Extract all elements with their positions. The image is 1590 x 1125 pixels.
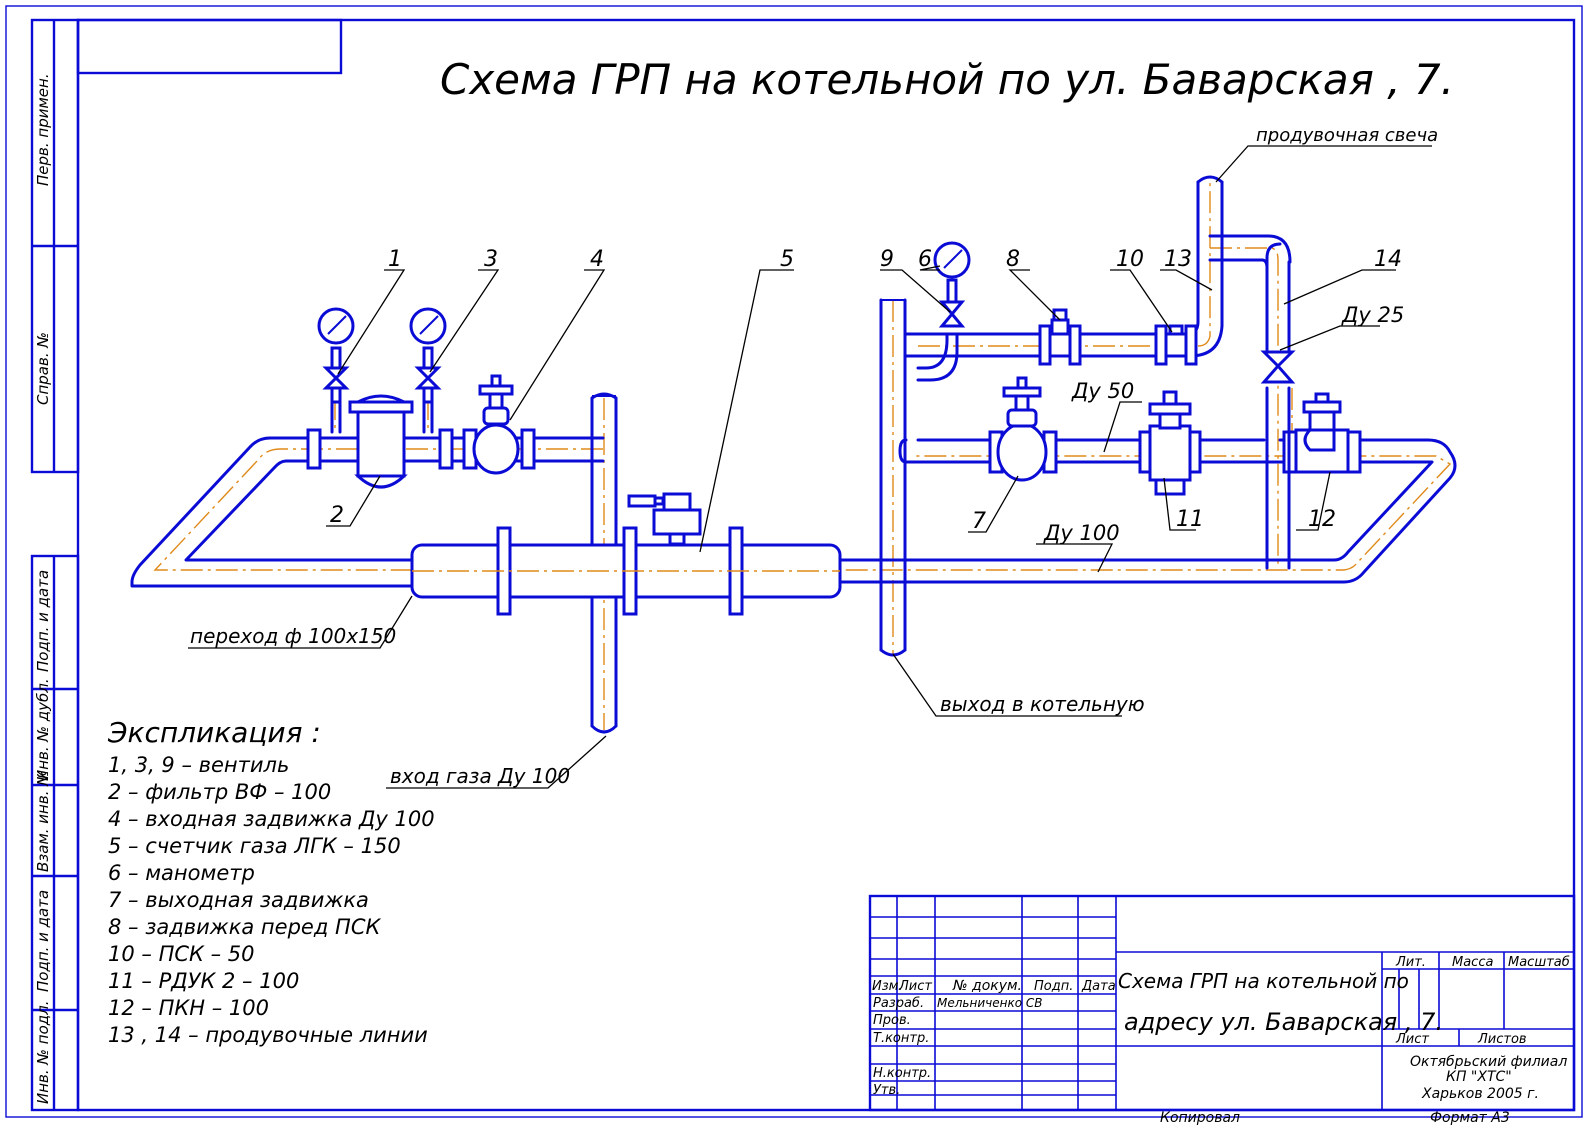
gas-meter-body <box>410 526 842 616</box>
gas-inlet-label: вход газа Ду 100 <box>390 764 570 788</box>
boiler-outlet-label: выход в котельную <box>940 692 1145 716</box>
safety-shutoff-valve-icon <box>1294 392 1350 474</box>
explication-item: 11 – РДУК 2 – 100 <box>108 969 299 993</box>
page-title: Схема ГРП на котельной по ул. Баварская … <box>440 55 1454 104</box>
pressure-gauge-icon <box>916 241 971 382</box>
side-label: Инв. № дубл. <box>34 678 52 781</box>
explication-item: 4 – входная задвижка Ду 100 <box>108 807 435 831</box>
tb-org: КП "ХТС" <box>1446 1069 1512 1085</box>
callout-number: 2 <box>330 503 344 528</box>
tb-lit: Лит. <box>1395 955 1426 970</box>
side-strip: Перв. примен. Справ. № Подп. и дата Инв.… <box>30 18 80 1112</box>
tb-role: Т.контр. <box>873 1031 929 1046</box>
tb-mass: Масса <box>1452 955 1493 970</box>
pipe-size-label: Ду 100 <box>1043 521 1120 545</box>
explication-item: 13 , 14 – продувочные линии <box>108 1023 428 1047</box>
tb-org: Харьков 2005 г. <box>1421 1086 1539 1102</box>
pipe-size-label: Ду 50 <box>1071 379 1134 403</box>
pipe-size-label: Ду 25 <box>1341 303 1404 327</box>
flanges-upper <box>306 428 536 470</box>
purge-line-14 <box>1208 234 1296 570</box>
explication-list: Экспликация : 1, 3, 9 – вентиль 2 – филь… <box>107 716 435 1047</box>
explication-item: 10 – ПСК – 50 <box>108 942 255 966</box>
tb-role: Н.контр. <box>873 1066 931 1081</box>
outer-border <box>5 5 1583 1118</box>
callout-number: 11 <box>1176 507 1204 532</box>
tb-sheets: Листов <box>1477 1032 1527 1047</box>
callout-number: 5 <box>780 247 794 272</box>
pressure-gauge-icon <box>317 307 355 434</box>
callout-number: 1 <box>388 247 402 272</box>
transition-label: переход ф 100х150 <box>190 624 396 648</box>
tb-sheet: Лист <box>1395 1032 1429 1047</box>
tb-role: Разраб. <box>873 996 924 1011</box>
side-label: Подп. и дата <box>34 890 52 992</box>
side-label: Перв. примен. <box>34 73 52 186</box>
tb-developer: Мельниченко СВ <box>937 996 1042 1010</box>
callout-number: 13 <box>1164 247 1192 272</box>
tb-doc-title: Схема ГРП на котельной по <box>1118 969 1409 993</box>
pressure-regulator-icon <box>1148 390 1192 496</box>
side-label: Взам. инв. № <box>34 770 52 872</box>
tb-doc-title: адресу ул. Баварская , 7. <box>1124 1008 1443 1036</box>
tb-role: Утв. <box>873 1083 900 1098</box>
callout-labels: 1 3 4 5 2 9 6 8 10 13 14 7 11 12 Ду 25 Д… <box>190 125 1438 788</box>
callout-number: 6 <box>918 247 932 272</box>
purge-candle-label: продувочная свеча <box>1256 125 1438 146</box>
side-label: Подп. и дата <box>34 570 52 672</box>
psk-branch <box>903 175 1224 366</box>
explication-item: 5 – счетчик газа ЛГК – 150 <box>108 834 401 858</box>
tb-format: Формат А3 <box>1430 1110 1510 1125</box>
explication-heading: Экспликация : <box>107 716 321 749</box>
corner-stamp-box <box>76 18 343 75</box>
tb-header: № докум. <box>952 978 1022 994</box>
callout-number: 12 <box>1308 507 1336 532</box>
callout-number: 14 <box>1374 247 1402 272</box>
explication-item: 2 – фильтр ВФ – 100 <box>108 780 331 804</box>
tb-header: Дата <box>1081 979 1116 994</box>
side-label: Инв. № подл. <box>34 1001 52 1104</box>
explication-item: 6 – манометр <box>108 861 255 885</box>
explication-item: 7 – выходная задвижка <box>108 888 369 912</box>
gate-valve-icon <box>996 376 1048 482</box>
explication-item: 1, 3, 9 – вентиль <box>108 753 289 777</box>
tb-org: Октябрьский филиал <box>1410 1054 1567 1070</box>
tb-scale: Масштаб <box>1508 955 1570 970</box>
title-block: Изм. Лист № докум. Подп. Дата Разраб. Ме… <box>868 894 1576 1125</box>
side-label: Справ. № <box>34 332 52 405</box>
tb-copied: Копировал <box>1160 1110 1240 1125</box>
outlet-header-flanges <box>988 430 1362 474</box>
callout-number: 3 <box>484 247 498 272</box>
callout-number: 4 <box>590 247 604 272</box>
callout-number: 9 <box>880 247 894 272</box>
tb-header: Изм. <box>872 979 903 994</box>
callout-number: 8 <box>1006 247 1020 272</box>
tb-header: Подп. <box>1034 979 1073 994</box>
explication-item: 12 – ПКН – 100 <box>108 996 269 1020</box>
gate-valve-icon <box>472 374 520 475</box>
callout-leaders <box>188 145 1432 789</box>
callout-number: 10 <box>1116 247 1144 272</box>
filter-icon <box>348 394 414 489</box>
pressure-gauge-icon <box>409 307 447 434</box>
tb-header: Лист <box>898 979 932 994</box>
explication-item: 8 – задвижка перед ПСК <box>108 915 381 939</box>
gas-meter-icon <box>627 492 702 546</box>
callout-number: 7 <box>972 509 986 534</box>
tb-role: Пров. <box>873 1013 911 1028</box>
